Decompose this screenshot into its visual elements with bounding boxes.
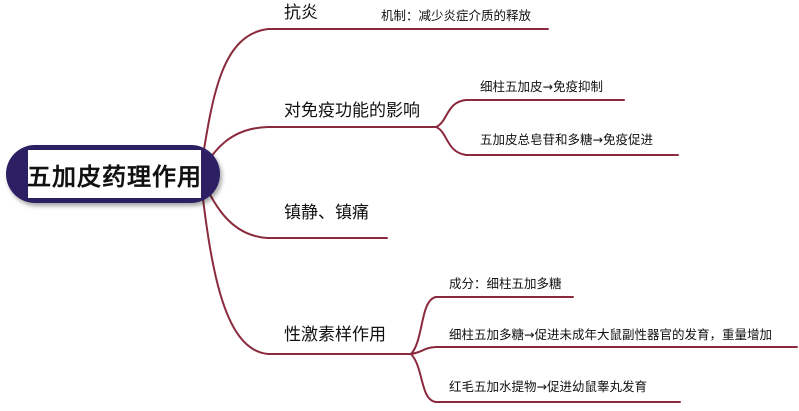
connector-mianyi-child1 (435, 99, 467, 128)
connector-xingjisu-child1 (410, 296, 437, 355)
connector-root-xingjisu (199, 173, 269, 355)
branch-mianyi: 对免疫功能的影响 (284, 101, 420, 121)
branch-kangyan: 抗炎 (284, 3, 318, 23)
mianyi-child-2: 五加皮总皂苷和多糖→免疫促进 (480, 132, 653, 147)
root-label: 五加皮药理作用 (27, 150, 201, 198)
kangyan-child-1: 机制：减少炎症介质的释放 (381, 8, 532, 23)
branch-zhenjing: 镇静、镇痛 (284, 203, 369, 223)
xingjisu-child-1: 成分：细柱五加多糖 (449, 276, 562, 291)
mianyi-child-1: 细柱五加皮→免疫抑制 (480, 79, 603, 94)
connector-mianyi-child2 (435, 126, 467, 156)
branch-xingjisu: 性激素样作用 (284, 325, 386, 345)
xingjisu-child-3: 红毛五加水提物→促进幼鼠睾丸发育 (449, 379, 647, 394)
connector-xingjisu-child2 (410, 346, 437, 355)
connector-xingjisu-child3 (410, 353, 437, 403)
root-node: 五加皮药理作用 (6, 145, 220, 203)
xingjisu-child-2: 细柱五加多糖→促进未成年大鼠副性器官的发育，重量增加 (449, 327, 772, 342)
